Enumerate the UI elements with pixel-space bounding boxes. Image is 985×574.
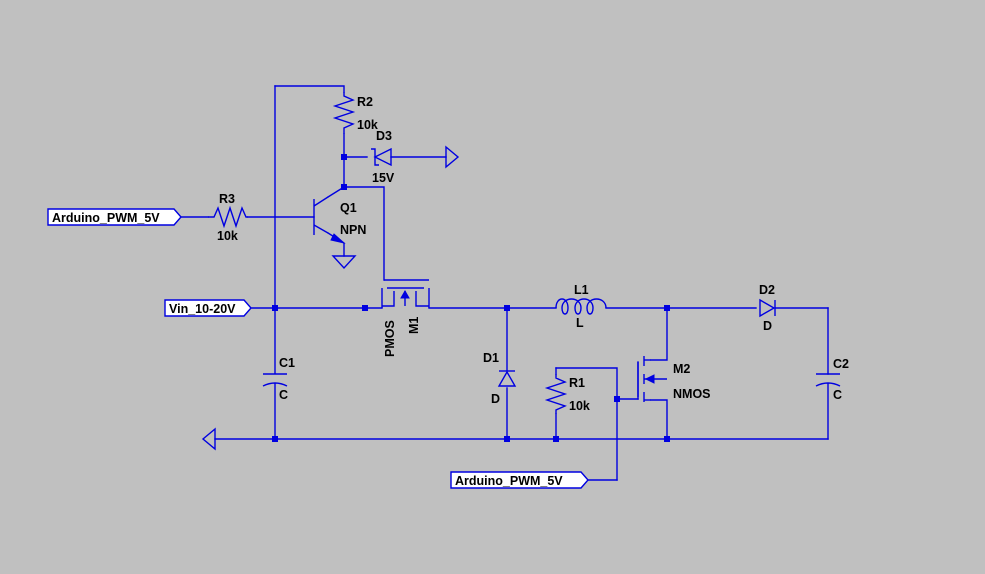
- pmos-transistor-m1: PMOS M1: [381, 279, 430, 357]
- junction-dot: [504, 436, 510, 442]
- q1-value-label: NPN: [340, 223, 366, 237]
- inductor-l1: L1 L: [555, 283, 607, 330]
- npn-transistor-q1: Q1 NPN: [313, 196, 366, 244]
- d2-ref-label: D2: [759, 283, 775, 297]
- junction-dot: [664, 305, 670, 311]
- junction-dot: [341, 184, 347, 190]
- nmos-transistor-m2: M2 NMOS: [637, 356, 711, 402]
- d3-value-label: 15V: [372, 171, 395, 185]
- d1-ref-label: D1: [483, 351, 499, 365]
- r2-value-label: 10k: [357, 118, 378, 132]
- resistor-r2: R2 10k: [332, 92, 378, 134]
- r1-value-label: 10k: [569, 399, 590, 413]
- net-label-pwm-top-text: Arduino_PWM_5V: [52, 211, 160, 225]
- net-label-pwm-bottom-text: Arduino_PWM_5V: [455, 474, 563, 488]
- net-label-pwm-top: Arduino_PWM_5V: [47, 208, 182, 226]
- r2-ref-label: R2: [357, 95, 373, 109]
- junction-dot: [272, 436, 278, 442]
- r3-ref-label: R3: [219, 192, 235, 206]
- junction-dot: [272, 305, 278, 311]
- junction-dot: [614, 396, 620, 402]
- l1-ref-label: L1: [574, 283, 589, 297]
- d3-ref-label: D3: [376, 129, 392, 143]
- c2-value-label: C: [833, 388, 842, 402]
- m2-ref-label: M2: [673, 362, 690, 376]
- wires: [179, 85, 829, 481]
- output-arrow-icon: [445, 145, 460, 169]
- junction-dot: [341, 154, 347, 160]
- diode-d1: D1 D: [483, 351, 517, 406]
- c1-value-label: C: [279, 388, 288, 402]
- m1-value-label: PMOS: [383, 320, 397, 357]
- junction-dot: [504, 305, 510, 311]
- r3-value-label: 10k: [217, 229, 238, 243]
- l1-value-label: L: [576, 316, 584, 330]
- diode-d2: D2 D: [759, 283, 776, 333]
- r1-ref-label: R1: [569, 376, 585, 390]
- m1-ref-label: M1: [407, 317, 421, 334]
- junctions: [272, 154, 670, 442]
- c2-ref-label: C2: [833, 357, 849, 371]
- ground-icon: [331, 255, 357, 270]
- m2-value-label: NMOS: [673, 387, 711, 401]
- junction-dot: [362, 305, 368, 311]
- resistor-r1: R1 10k: [544, 374, 590, 414]
- zener-diode-d3: D3 15V: [371, 129, 395, 185]
- ground-arrow-icon: [201, 427, 216, 451]
- resistor-r3: R3 10k: [208, 192, 248, 243]
- capacitor-c2: C2 C: [815, 357, 849, 402]
- d2-value-label: D: [763, 319, 772, 333]
- q1-ref-label: Q1: [340, 201, 357, 215]
- capacitor-c1: C1 C: [262, 356, 295, 402]
- net-label-vin-text: Vin_10-20V: [169, 302, 236, 316]
- c1-ref-label: C1: [279, 356, 295, 370]
- junction-dot: [553, 436, 559, 442]
- net-label-pwm-bottom: Arduino_PWM_5V: [450, 471, 589, 489]
- d1-value-label: D: [491, 392, 500, 406]
- junction-dot: [664, 436, 670, 442]
- net-label-vin: Vin_10-20V: [164, 299, 252, 317]
